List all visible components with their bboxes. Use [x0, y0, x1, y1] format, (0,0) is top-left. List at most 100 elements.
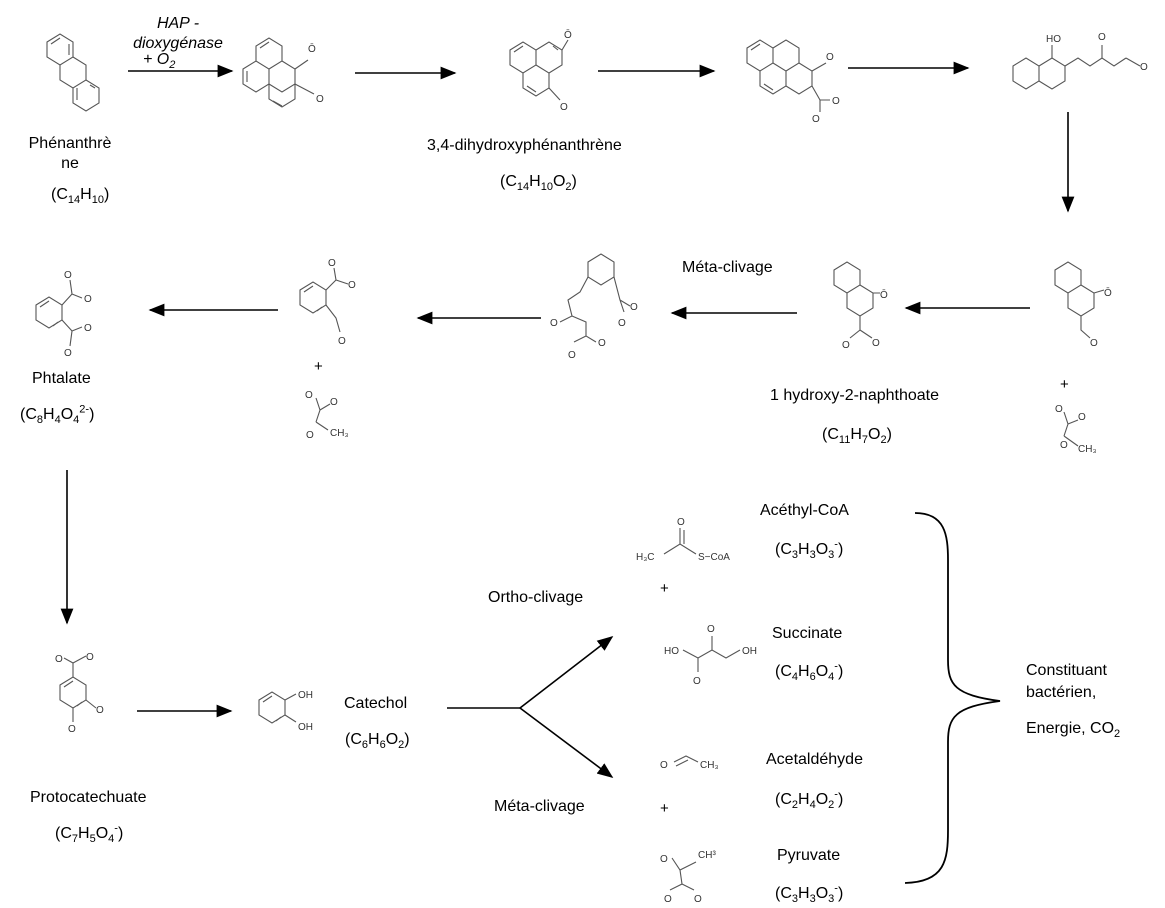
svg-text:O: O: [64, 348, 72, 359]
svg-text:HO: HO: [664, 646, 679, 657]
svg-text:O: O: [64, 270, 72, 281]
svg-text:O: O: [68, 724, 76, 735]
hydroxynaphthoate-structure: [833, 261, 880, 339]
final-products-line3: Energie, CO2: [1026, 720, 1121, 741]
succinate-structure: [682, 636, 741, 672]
formyl-benzoate-structure: [299, 267, 349, 333]
svg-text:O: O: [618, 318, 626, 329]
svg-text:S−CoA: S−CoA: [698, 552, 730, 563]
dihydroxyphenanthrene-formula: (C14H10O2): [500, 173, 577, 194]
svg-text:O: O: [1098, 32, 1106, 43]
phtalate-formula: (C8H4O42-): [20, 403, 95, 427]
final-products-line2: bactérien,: [1026, 684, 1097, 701]
svg-text:O: O: [598, 338, 606, 349]
plus-sign-meta: +: [660, 800, 669, 817]
svg-text:O: O: [550, 318, 558, 329]
svg-text:O: O: [630, 302, 638, 313]
svg-text:O: O: [84, 323, 92, 334]
svg-text:O: O: [826, 52, 834, 63]
protocatechuate-name: Protocatechuate: [30, 789, 147, 806]
phenanthrene-name: Phénanthrè ne: [28, 135, 112, 172]
plus-sign-left: +: [314, 358, 323, 375]
phenanthrene-structure: [46, 33, 100, 112]
catechol-formula: (C6H6O2): [345, 731, 410, 752]
svg-text:O: O: [693, 676, 701, 687]
arrow-ortho-branch: [519, 636, 614, 709]
svg-text:O: O: [305, 390, 313, 401]
svg-text:OH: OH: [742, 646, 757, 657]
enzyme-label: HAP - dioxygénase: [128, 14, 228, 54]
svg-text:CH₃: CH₃: [1078, 444, 1097, 455]
svg-text:CH₃: CH₃: [330, 428, 349, 439]
plus-sign-ortho: +: [660, 580, 669, 597]
svg-text:O: O: [707, 624, 715, 635]
svg-text:O: O: [330, 397, 338, 408]
meta-clivage-label-bottom: Méta-clivage: [494, 798, 585, 815]
protocatechuate-formula: (C7H5O4-): [55, 822, 124, 846]
svg-text:O: O: [660, 760, 668, 771]
ortho-clivage-label: Ortho-clivage: [488, 589, 584, 606]
acetaldehyde-structure: [673, 755, 699, 767]
curly-brace: [904, 512, 1001, 884]
svg-text:Ō: Ō: [1104, 287, 1112, 299]
svg-text:O: O: [677, 517, 685, 528]
final-products-line1: Constituant: [1026, 662, 1107, 679]
hydroxynaphthoate-name: 1 hydroxy-2-naphthoate: [770, 387, 939, 404]
acethyl-coa-formula: (C3H3O3-): [775, 538, 844, 562]
svg-text:O: O: [568, 350, 576, 361]
svg-text:O: O: [664, 894, 672, 905]
succinate-name: Succinate: [772, 625, 843, 642]
svg-text:O: O: [1140, 62, 1148, 73]
svg-text:O: O: [1060, 440, 1068, 451]
svg-text:O: O: [1090, 338, 1098, 349]
svg-text:O: O: [842, 340, 850, 351]
protocatechuate-structure: [59, 655, 97, 722]
enzyme-line1: HAP -: [156, 15, 200, 32]
svg-text:O: O: [55, 654, 63, 665]
svg-text:O: O: [560, 102, 568, 113]
meta-clivage-label-top: Méta-clivage: [682, 259, 773, 276]
pyruvate-formula: (C3H3O3-): [775, 882, 844, 906]
svg-text:O: O: [832, 96, 840, 107]
succinate-formula: (C4H6O4-): [775, 660, 844, 684]
plus-sign-right: +: [1060, 376, 1069, 393]
hydroxy-formyl-naphthalene-structure: [1054, 261, 1105, 339]
svg-text:O: O: [348, 280, 356, 291]
acetaldehyde-name: Acetaldéhyde: [766, 751, 863, 768]
svg-text:O: O: [84, 294, 92, 305]
acetaldehyde-formula: (C2H4O2-): [775, 788, 844, 812]
pyruvate-name: Pyruvate: [777, 847, 841, 864]
svg-text:Ō: Ō: [880, 289, 888, 301]
dihydroxyphenanthrene-structure: [509, 39, 569, 101]
svg-text:OH: OH: [298, 722, 313, 733]
meta-cleavage-product-structure: [559, 253, 631, 343]
svg-text:O: O: [316, 94, 324, 105]
svg-text:OH: OH: [298, 690, 313, 701]
catechol-structure: [258, 691, 297, 724]
phtalate-name: Phtalate: [32, 370, 91, 387]
svg-text:O: O: [96, 705, 104, 716]
svg-text:CH³: CH³: [698, 850, 716, 861]
phtalate-structure: [35, 279, 83, 347]
svg-text:O: O: [812, 114, 820, 125]
svg-text:O: O: [306, 430, 314, 441]
final-products-label: Constituant bactérien, Energie, CO2: [1026, 660, 1120, 740]
pyruvate-structure-bottom: [669, 857, 697, 891]
oxygen-label: + O2: [143, 51, 176, 72]
hydroxynaphthoate-formula: (C11H7O2): [822, 426, 892, 447]
svg-text:CH₃: CH₃: [700, 760, 719, 771]
phenanthrene-formula: (C14H10): [51, 186, 110, 207]
svg-text:O: O: [86, 652, 94, 663]
svg-text:O: O: [872, 338, 880, 349]
catechol-name: Catechol: [344, 695, 408, 712]
svg-text:O: O: [328, 258, 336, 269]
hydroxynaphthyl-ketoacid-structure: [1012, 45, 1141, 90]
acethyl-coa-structure: [663, 528, 697, 555]
svg-text:HO: HO: [1046, 34, 1061, 45]
acethyl-coa-name: Acéthyl-CoA: [760, 502, 849, 519]
enzyme-line2: dioxygénase: [133, 35, 223, 52]
pyran-intermediate-structure: [746, 39, 830, 112]
svg-text:O: O: [694, 894, 702, 905]
svg-text:Ō: Ō: [564, 29, 572, 41]
